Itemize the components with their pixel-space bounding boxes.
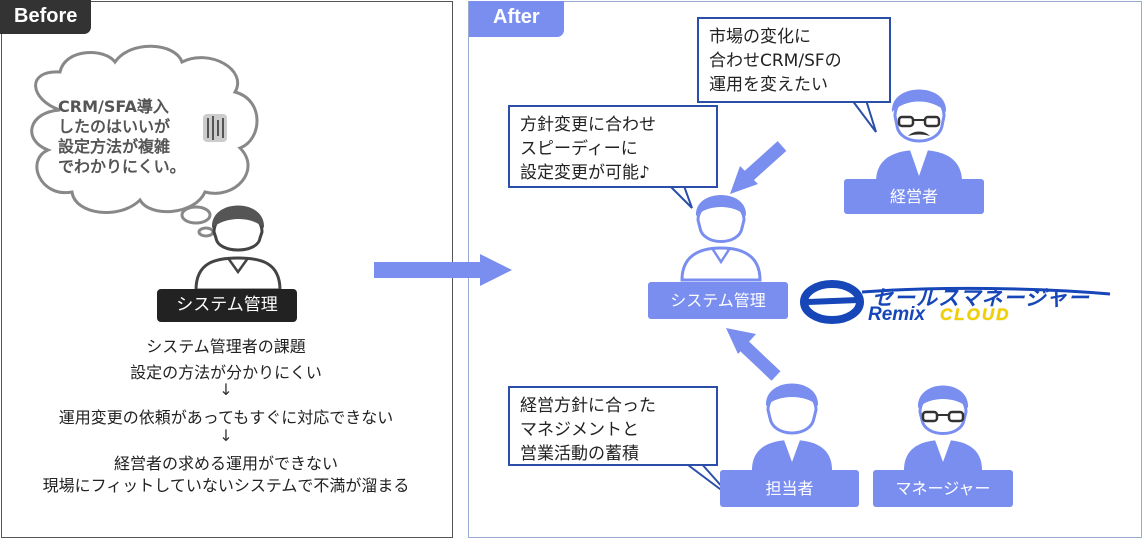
logo-text-cloud: CLOUD	[940, 305, 1011, 324]
callout-system-admin: 方針変更に合わせ スピーディーに 設定変更が可能♪	[508, 105, 718, 188]
callout-line: 市場の変化に	[709, 27, 811, 47]
callout-line: 方針変更に合わせ	[520, 115, 656, 135]
thought-line: 設定方法が複雑	[58, 137, 171, 156]
after-tag: After	[469, 1, 564, 37]
role-manager: マネージャー	[873, 470, 1013, 507]
issues-title: システム管理者の課題	[146, 337, 306, 356]
sales-manager-logo-mark	[800, 280, 1111, 324]
callout-mid-tail	[667, 185, 693, 209]
down-arrow-icon: ↓	[219, 380, 233, 399]
callout-line: マネジメントと	[520, 420, 639, 440]
logo-text-product: セールスマネージャー	[872, 286, 1090, 310]
callout-line: 運用を変えたい	[709, 75, 828, 95]
callout-line: 経営方針に合った	[520, 396, 656, 416]
thought-line: したのはいいが	[58, 117, 171, 136]
callout-line: 営業活動の蓄積	[520, 444, 639, 464]
role-executive: 経営者	[844, 179, 984, 214]
callout-line: スピーディーに	[520, 139, 638, 159]
system-admin-person-icon-before	[194, 205, 282, 292]
before-tag: Before	[0, 0, 92, 34]
confusion-icon	[203, 114, 227, 142]
issue-step-1: 設定の方法が分かりにくい	[130, 363, 322, 382]
right-arrow-icon	[374, 254, 512, 286]
logo-text-remix: Remix	[868, 304, 926, 325]
callout-executive: 市場の変化に 合わせCRM/SFの 運用を変えたい	[697, 17, 891, 103]
thought-cloud	[30, 44, 259, 238]
thought-line: でわかりにくい。	[58, 157, 186, 176]
arrow-from-staff-icon	[726, 328, 781, 381]
before-role-label: システム管理	[157, 289, 297, 322]
manager-person-icon	[904, 385, 982, 470]
issue-step-2: 運用変更の依頼があってもすぐに対応できない	[58, 408, 394, 427]
callout-top-tail	[850, 99, 877, 133]
callout-line: 合わせCRM/SFの	[709, 51, 842, 71]
executive-person-icon	[876, 89, 962, 182]
issue-step-3a: 経営者の求める運用ができない	[113, 454, 338, 473]
arrow-from-executive-icon	[730, 141, 787, 194]
system-admin-person-icon-after	[680, 195, 762, 282]
role-staff: 担当者	[720, 470, 859, 507]
thought-bubble-text: CRM/SFA導入 したのはいいが 設定方法が複雑 でわかりにくい。	[58, 97, 208, 177]
callout-line: 設定変更が可能♪	[520, 163, 650, 183]
role-system-admin: システム管理	[648, 282, 788, 319]
issue-step-3b: 現場にフィットしていないシステムで不満が溜まる	[42, 476, 410, 495]
callout-field: 経営方針に合った マネジメントと 営業活動の蓄積	[508, 386, 718, 466]
staff-person-icon	[752, 383, 832, 470]
thought-line: CRM/SFA導入	[58, 97, 169, 116]
down-arrow-icon: ↓	[219, 426, 233, 445]
